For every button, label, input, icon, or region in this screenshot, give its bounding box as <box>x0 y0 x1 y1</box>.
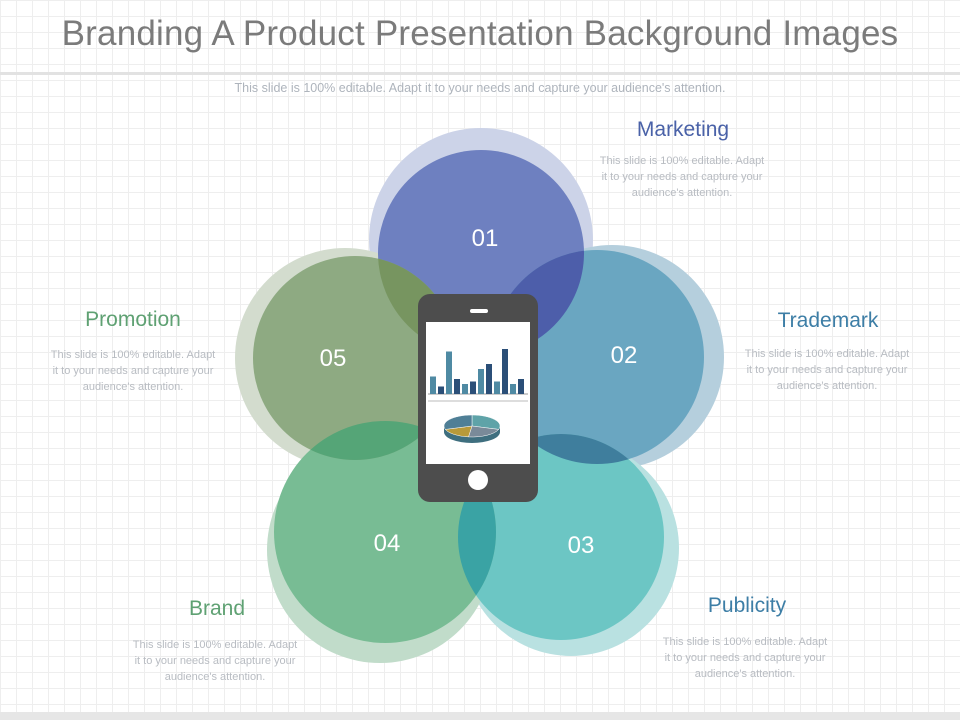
bottom-strip <box>0 712 960 720</box>
desc-publicity: This slide is 100% editable. Adapt it to… <box>662 636 828 680</box>
phone-bar-chart <box>430 349 524 394</box>
desc-brand: This slide is 100% editable. Adapt it to… <box>132 639 298 683</box>
overlap-marketing-trademark <box>490 250 584 356</box>
number-03: 03 <box>568 532 595 559</box>
phone-bar <box>438 386 444 394</box>
phone-home-button <box>468 470 488 490</box>
slide-subtitle: This slide is 100% editable. Adapt it to… <box>234 81 726 95</box>
desc-marketing: This slide is 100% editable. Adapt it to… <box>599 155 765 199</box>
phone-bar <box>486 364 492 394</box>
title-divider <box>0 72 960 75</box>
pie-slice <box>471 414 501 430</box>
number-02: 02 <box>611 342 638 369</box>
phone-bar <box>462 384 468 394</box>
phone-bar <box>518 379 524 394</box>
number-01: 01 <box>472 225 499 252</box>
pie-depth <box>444 426 500 443</box>
phone-pie-chart <box>443 414 501 443</box>
pie-slice <box>468 425 500 438</box>
slide-title: Branding A Product Presentation Backgrou… <box>61 14 899 53</box>
number-04: 04 <box>374 530 401 557</box>
phone-bar <box>478 369 484 394</box>
desc-trademark: This slide is 100% editable. Adapt it to… <box>744 348 910 392</box>
desc-promotion: This slide is 100% editable. Adapt it to… <box>50 349 216 393</box>
number-05: 05 <box>320 345 347 372</box>
phone-bar <box>454 379 460 394</box>
label-brand: Brand <box>188 597 246 620</box>
pie-slice <box>443 414 473 430</box>
label-publicity: Publicity <box>707 594 787 617</box>
phone-bar <box>502 349 508 394</box>
label-promotion: Promotion <box>85 308 181 331</box>
phone-bar <box>510 384 516 394</box>
phone-speaker <box>470 309 488 313</box>
phone-illustration <box>418 294 538 502</box>
phone-bar <box>494 381 500 394</box>
phone-bar <box>430 376 436 394</box>
label-marketing: Marketing <box>636 118 730 141</box>
phone-bar <box>470 381 476 394</box>
label-trademark: Trademark <box>777 309 879 332</box>
phone-bar <box>446 351 452 394</box>
